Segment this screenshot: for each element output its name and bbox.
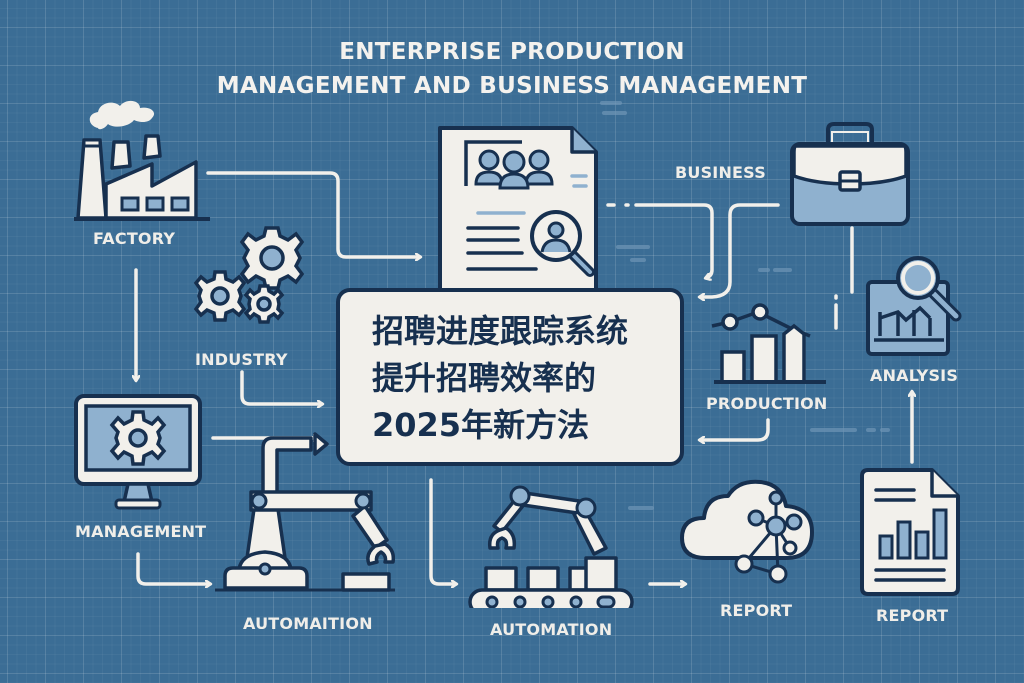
management-label: MANAGEMENT: [75, 522, 207, 541]
center-title-card: 招聘进度跟踪系统 提升招聘效率的 2025年新方法: [336, 288, 684, 466]
robot-arm-icon: [215, 432, 395, 592]
monitor-gear-icon: [74, 394, 202, 510]
diagram-title-line-2: MANAGEMENT AND BUSINESS MANAGEMENT: [216, 73, 808, 99]
business-label: BUSINESS: [675, 163, 766, 182]
analysis-magnifier-icon: [866, 256, 962, 356]
briefcase-icon: [790, 122, 910, 226]
automation-center-label: AUTOMATION: [490, 620, 613, 639]
report-cloud-label: REPORT: [720, 601, 793, 620]
conveyor-robot-icon: [468, 485, 634, 608]
analysis-label: ANALYSIS: [870, 366, 959, 385]
factory-icon: [74, 100, 210, 221]
cloud-network-icon: [680, 479, 814, 584]
diagram-title-line-1: ENTERPRISE PRODUCTION: [339, 39, 685, 65]
bar-chart-trend-icon: [711, 303, 826, 384]
gears-icon: [193, 226, 305, 324]
report-document-icon: [860, 468, 960, 596]
center-title-line-3: 2025年新方法: [372, 406, 590, 444]
report-document-label: REPORT: [876, 606, 949, 625]
factory-label: FACTORY: [93, 229, 176, 248]
industry-label: INDUSTRY: [195, 350, 288, 369]
production-label: PRODUCTION: [706, 394, 828, 413]
center-title-line-1: 招聘进度跟踪系统: [372, 312, 629, 350]
recruitment-document-icon: [438, 126, 598, 292]
center-title-line-2: 提升招聘效率的: [372, 359, 597, 397]
automation-left-label: AUTOMAITION: [243, 614, 373, 633]
